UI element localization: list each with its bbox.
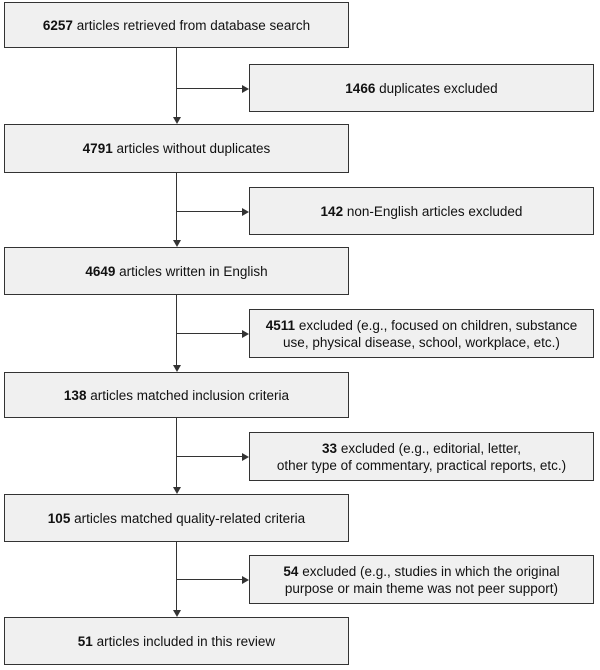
arrow-down-icon — [172, 240, 181, 247]
arrow-right-icon — [242, 452, 249, 461]
exclusion-box-duplicates: 1466 duplicates excluded — [249, 64, 594, 112]
exclusion-text: non-English articles excluded — [346, 203, 523, 219]
arrow-down-icon — [172, 610, 181, 617]
arrow-right-icon — [242, 84, 249, 93]
connector-line — [176, 456, 242, 458]
connector-line — [176, 579, 242, 581]
arrow-down-icon — [172, 117, 181, 124]
arrow-down-icon — [172, 365, 181, 372]
exclusion-text: duplicates excluded — [379, 80, 498, 96]
step-text: articles without duplicates — [116, 141, 271, 156]
connector-line — [176, 542, 178, 610]
step-text: articles matched inclusion criteria — [90, 387, 290, 403]
exclusion-text: excluded (e.g., editorial, letter, — [340, 440, 521, 456]
exclusion-count: 54 — [283, 563, 299, 579]
exclusion-text: excluded (e.g., studies in which the ori… — [302, 563, 560, 579]
step-box-inclusion: 138 articles matched inclusion criteria — [4, 372, 349, 418]
exclusion-text-line2: other type of commentary, practical repo… — [276, 457, 567, 473]
connector-line — [176, 295, 178, 365]
arrow-down-icon — [172, 487, 181, 494]
connector-line — [176, 418, 178, 487]
exclusion-box-article-type: 33 excluded (e.g., editorial, letter,oth… — [249, 432, 594, 481]
step-box-quality: 105 articles matched quality-related cri… — [4, 494, 349, 542]
step-text: articles written in English — [119, 263, 268, 279]
connector-line — [176, 333, 242, 335]
exclusion-text: excluded (e.g., focused on children, sub… — [298, 317, 578, 333]
step-count: 51 — [77, 633, 93, 649]
step-box-included: 51 articles included in this review — [4, 617, 349, 665]
step-count: 6257 — [42, 17, 73, 33]
connector-line — [176, 173, 178, 240]
exclusion-box-peer-support: 54 excluded (e.g., studies in which the … — [249, 555, 594, 604]
step-box-retrieved: 6257 articles retrieved from database se… — [4, 2, 349, 48]
exclusion-text-line2: purpose or main theme was not peer suppo… — [284, 580, 559, 596]
step-text: articles included in this review — [96, 633, 276, 649]
exclusion-count: 142 — [320, 203, 344, 219]
connector-line — [176, 88, 242, 90]
step-count: 4791 — [82, 141, 113, 156]
exclusion-box-non-english: 142 non-English articles excluded — [249, 187, 594, 235]
arrow-right-icon — [242, 575, 249, 584]
exclusion-box-topic: 4511 excluded (e.g., focused on children… — [249, 309, 594, 358]
exclusion-count: 33 — [322, 440, 338, 456]
step-text: articles matched quality-related criteri… — [74, 510, 306, 526]
arrow-right-icon — [242, 207, 249, 216]
connector-line — [176, 211, 242, 213]
connector-line — [176, 48, 178, 117]
exclusion-count: 1466 — [345, 80, 376, 96]
arrow-right-icon — [242, 329, 249, 338]
exclusion-text-line2: use, physical disease, school, workplace… — [283, 334, 560, 350]
step-count: 138 — [63, 387, 87, 403]
step-count: 105 — [47, 510, 71, 526]
step-box-english: 4649 articles written in English — [4, 247, 349, 295]
step-count: 4649 — [85, 263, 116, 279]
exclusion-count: 4511 — [265, 317, 296, 333]
step-text: articles retrieved from database search — [76, 17, 311, 33]
step-box-without-duplicates: 4791 articles without duplicates — [4, 124, 349, 173]
